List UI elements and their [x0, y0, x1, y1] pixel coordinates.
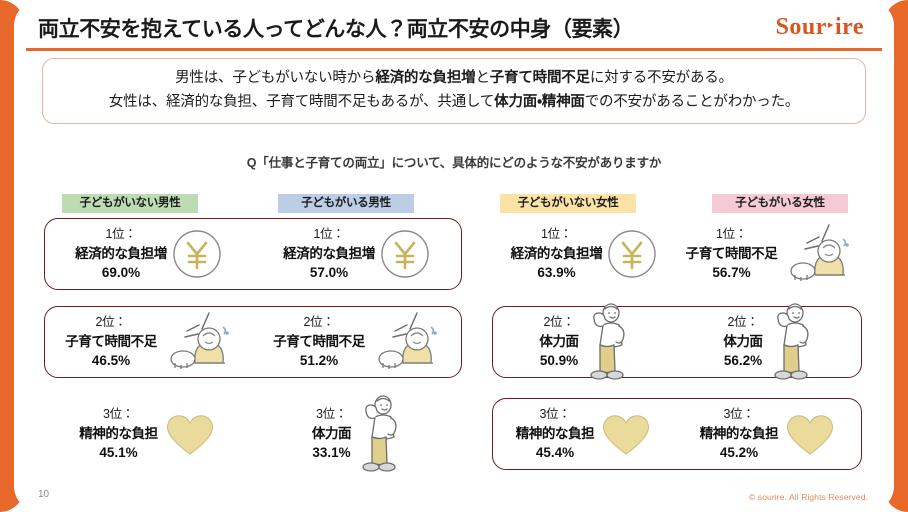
rank-cell: 1位： 子育て時間不足 56.7% — [677, 218, 862, 290]
rank-value: 45.1% — [99, 445, 138, 461]
summary-l1-part1: 男性は、子どもがいない時から — [175, 70, 376, 87]
rank-item: 経済的な負担増 — [75, 245, 167, 261]
rank-panel-female-2: 2位： 体力面 50.9% — [492, 303, 862, 380]
rank-item: 子育て時間不足 — [273, 333, 365, 349]
yen-coin-icon — [606, 228, 658, 280]
logo-accent-mark: ▸ — [827, 19, 834, 31]
rank-cell: 3位： 体力面 33.1% — [253, 395, 462, 473]
summary-l1-emph2: 子育て時間不足 — [489, 70, 590, 87]
summary-l2-part1: 女性は、経済的な負担、子育て時間不足もあるが、共通して — [108, 94, 495, 110]
summary-l2-emph1: 体力面・精神面 — [494, 94, 585, 110]
logo-text-tail: ire — [834, 14, 864, 40]
rank-cell: 3位： 精神的な負担 45.2% — [677, 399, 861, 469]
left-edge-notch — [14, 0, 40, 512]
rank-cell: 2位： 子育て時間不足 46.5% — [45, 307, 253, 377]
flexing-person-icon — [355, 395, 403, 473]
crying-baby-icon — [781, 221, 853, 287]
flexing-person-icon — [767, 303, 815, 381]
slide-header: 両立不安を抱えている人ってどんな人？両立不安の中身（要素） Sour▸ire — [38, 12, 878, 48]
rank-value: 57.0% — [309, 265, 349, 281]
crying-baby-icon — [369, 309, 441, 375]
summary-l2-part2: での不安があることがわかった。 — [584, 94, 800, 110]
rank-cell: 1位： 経済的な負担増 63.9% — [492, 218, 677, 290]
column-header-with-child-male: 子どもがいる男性 — [278, 194, 414, 213]
rank-label: 1位： — [540, 227, 573, 242]
summary-l1-emph1: 経済的な負担増 — [375, 70, 476, 87]
rank-panel-female-3: 3位： 精神的な負担 45.4% 3位： 精神的な負担 45.2% — [492, 398, 862, 470]
rank-value: 50.9% — [539, 353, 579, 369]
rank-cell: 3位： 精神的な負担 45.1% — [44, 398, 253, 470]
rank-label: 3位： — [723, 407, 755, 422]
rank-label: 3位： — [539, 407, 571, 422]
column-header-no-child-male: 子どもがいない男性 — [62, 194, 198, 213]
survey-question: Q「仕事と子育ての両立」について、具体的にどのような不安がありますか — [246, 156, 662, 170]
rank-panel-male-2: 2位： 子育て時間不足 46.5% — [44, 306, 462, 378]
rank-item: 子育て時間不足 — [65, 333, 157, 349]
rank-value: 45.4% — [535, 445, 575, 461]
summary-l1-part3: に対する不安がある。 — [589, 70, 733, 87]
rank-cell: 3位： 精神的な負担 45.4% — [493, 399, 677, 469]
rank-label: 2位： — [95, 315, 127, 330]
summary-line-2: 女性は、経済的な負担、子育て時間不足もあるが、共通して体力面・精神面での不安があ… — [108, 91, 800, 115]
column-header-with-child-female: 子どもがいる女性 — [712, 194, 848, 213]
logo-text-main: Sour — [775, 14, 827, 40]
rank-item: 精神的な負担 — [515, 425, 595, 441]
rank-value: 46.5% — [91, 353, 131, 369]
rank-item: 体力面 — [539, 333, 579, 349]
summary-callout-box: 男性は、子どもがいない時から経済的な負担増と子育て時間不足に対する不安がある。 … — [42, 58, 866, 124]
rank-label: 2位： — [543, 315, 575, 330]
rank-cell: 1位： 経済的な負担増 69.0% — [45, 219, 253, 289]
rank-value: 56.2% — [723, 353, 763, 369]
rank-panel-female-1: 1位： 経済的な負担増 63.9% 1位： 子育て時間不足 56.7% — [492, 218, 862, 290]
flexing-person-icon — [583, 303, 631, 381]
heart-icon — [598, 412, 654, 456]
rank-label: 2位： — [727, 315, 759, 330]
rank-label: 3位： — [102, 407, 135, 422]
rank-label: 1位： — [715, 227, 748, 242]
rank-value: 56.7% — [712, 265, 751, 281]
rank-panel-male-3: 3位： 精神的な負担 45.1% 3位： 体力面 33.1% — [44, 395, 462, 473]
right-edge-notch — [868, 0, 894, 512]
rank-label: 2位： — [303, 315, 335, 330]
rank-label: 1位： — [105, 227, 137, 242]
rank-label: 1位： — [313, 227, 345, 242]
rank-panel-male-1: 1位： 経済的な負担増 69.0% 1位： 経済的な負担増 57.0% — [44, 218, 462, 290]
rank-item: 子育て時間不足 — [685, 245, 778, 261]
summary-l1-part2: と — [475, 70, 490, 87]
rank-value: 51.2% — [299, 353, 339, 369]
title-divider-rule — [26, 48, 882, 51]
rank-item: 体力面 — [311, 425, 352, 441]
rank-value: 69.0% — [101, 265, 141, 281]
rank-label: 3位： — [315, 407, 348, 422]
heart-icon — [162, 412, 218, 456]
crying-baby-icon — [161, 309, 233, 375]
yen-coin-icon — [171, 228, 223, 280]
page-title: 両立不安を抱えている人ってどんな人？両立不安の中身（要素） — [38, 18, 634, 41]
rank-item: 精神的な負担 — [79, 425, 158, 441]
rank-cell: 1位： 経済的な負担増 57.0% — [253, 219, 461, 289]
rank-value: 63.9% — [537, 265, 576, 281]
rank-cell: 2位： 体力面 50.9% — [493, 303, 677, 380]
column-header-no-child-female: 子どもがいない女性 — [500, 194, 636, 213]
rank-value: 33.1% — [312, 445, 351, 461]
page-number: 10 — [38, 489, 50, 500]
rank-cell: 2位： 子育て時間不足 51.2% — [253, 307, 461, 377]
rank-value: 45.2% — [719, 445, 759, 461]
rank-item: 経済的な負担増 — [283, 245, 375, 261]
rank-item: 経済的な負担増 — [510, 245, 603, 261]
rank-item: 精神的な負担 — [699, 425, 779, 441]
copyright-notice: © sourire. All Rights Reserved. — [749, 492, 868, 502]
summary-line-1: 男性は、子どもがいない時から経済的な負担増と子育て時間不足に対する不安がある。 — [175, 67, 733, 91]
yen-coin-icon — [379, 228, 431, 280]
sourire-logo: Sour▸ire — [776, 14, 864, 41]
rank-item: 体力面 — [723, 333, 763, 349]
heart-icon — [782, 412, 838, 456]
rank-cell: 2位： 体力面 56.2% — [677, 303, 861, 380]
